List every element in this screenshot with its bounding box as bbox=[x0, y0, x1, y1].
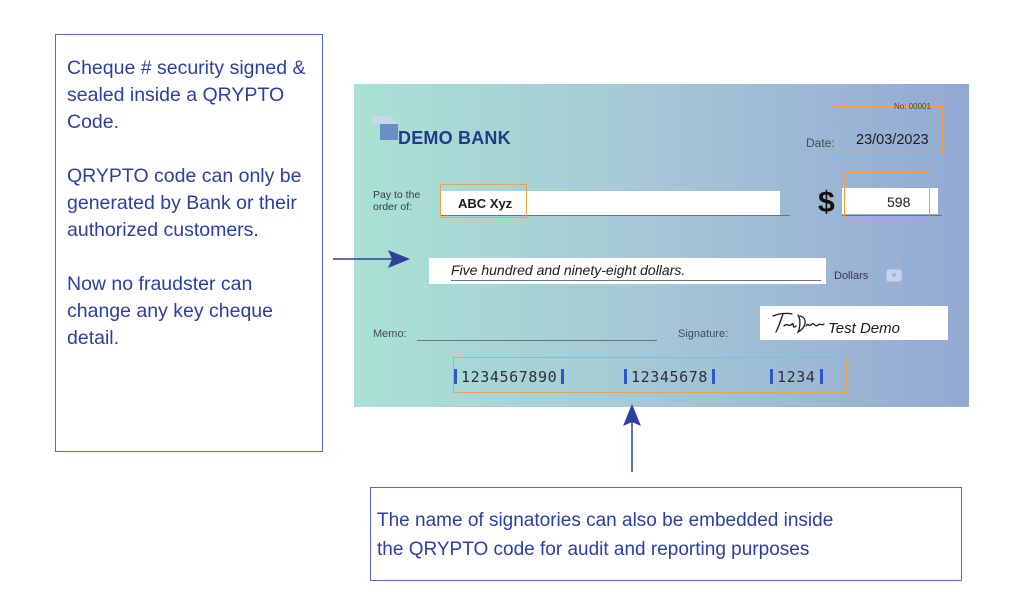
signature-name: Test Demo bbox=[828, 320, 900, 337]
amount-words-underline bbox=[451, 280, 821, 281]
signatory-callout: The name of signatories can also be embe… bbox=[370, 487, 962, 581]
signature-field bbox=[760, 306, 948, 340]
callout-line: the QRYPTO code for audit and reporting … bbox=[377, 539, 810, 560]
handwritten-signature bbox=[772, 312, 825, 334]
amount-in-words: Five hundred and ninety-eight dollars. bbox=[451, 262, 686, 278]
pay-to-label-line: Pay to the bbox=[373, 189, 421, 201]
pay-to-label-line: order of: bbox=[373, 201, 413, 213]
payee-name: ABC Xyz bbox=[458, 196, 513, 211]
amount-words-field bbox=[429, 258, 826, 284]
callout-line: The name of signatories can also be embe… bbox=[377, 510, 834, 531]
amount-underline bbox=[842, 215, 942, 216]
qrypto-highlight-date bbox=[833, 106, 943, 156]
callout-paragraph: Now no fraudster can change any key cheq… bbox=[67, 273, 273, 349]
dollars-label: Dollars bbox=[834, 270, 869, 282]
payee-underline bbox=[440, 215, 790, 216]
bank-name: DEMO BANK bbox=[398, 128, 511, 148]
bank-logo-icon bbox=[372, 116, 398, 140]
security-callout: Cheque # security signed & sealed inside… bbox=[55, 34, 323, 452]
qrypto-highlight-payee bbox=[440, 184, 527, 218]
micr-cheque-number: 1234567890 bbox=[450, 368, 568, 386]
amount-field bbox=[842, 188, 938, 214]
pay-to-label: Pay to the order of: bbox=[373, 189, 420, 213]
lock-icon bbox=[885, 259, 903, 283]
micr-routing-number: 12345678 bbox=[620, 368, 719, 386]
memo-label: Memo: bbox=[373, 328, 407, 340]
amount-value: 598 bbox=[887, 194, 911, 210]
micr-account-number: 1234 bbox=[766, 368, 827, 386]
cheque: DEMO BANK No: 00001 Date: 23/03/2023 Pay… bbox=[354, 84, 969, 407]
dollar-sign-icon: $ bbox=[818, 186, 835, 219]
arrow-to-micr-icon bbox=[623, 404, 641, 472]
signature-label: Signature: bbox=[678, 328, 729, 340]
qrypto-highlight-amount bbox=[844, 172, 930, 218]
arrow-to-cheque-icon bbox=[333, 250, 410, 268]
memo-underline bbox=[417, 340, 657, 341]
callout-paragraph: Cheque # security signed & sealed inside… bbox=[67, 57, 306, 133]
date-label: Date: bbox=[806, 136, 835, 150]
payee-field bbox=[440, 191, 780, 215]
callout-paragraph: QRYPTO code can only be generated by Ban… bbox=[67, 165, 302, 241]
date-value: 23/03/2023 bbox=[856, 132, 929, 148]
cheque-number: No: 00001 bbox=[894, 102, 931, 111]
